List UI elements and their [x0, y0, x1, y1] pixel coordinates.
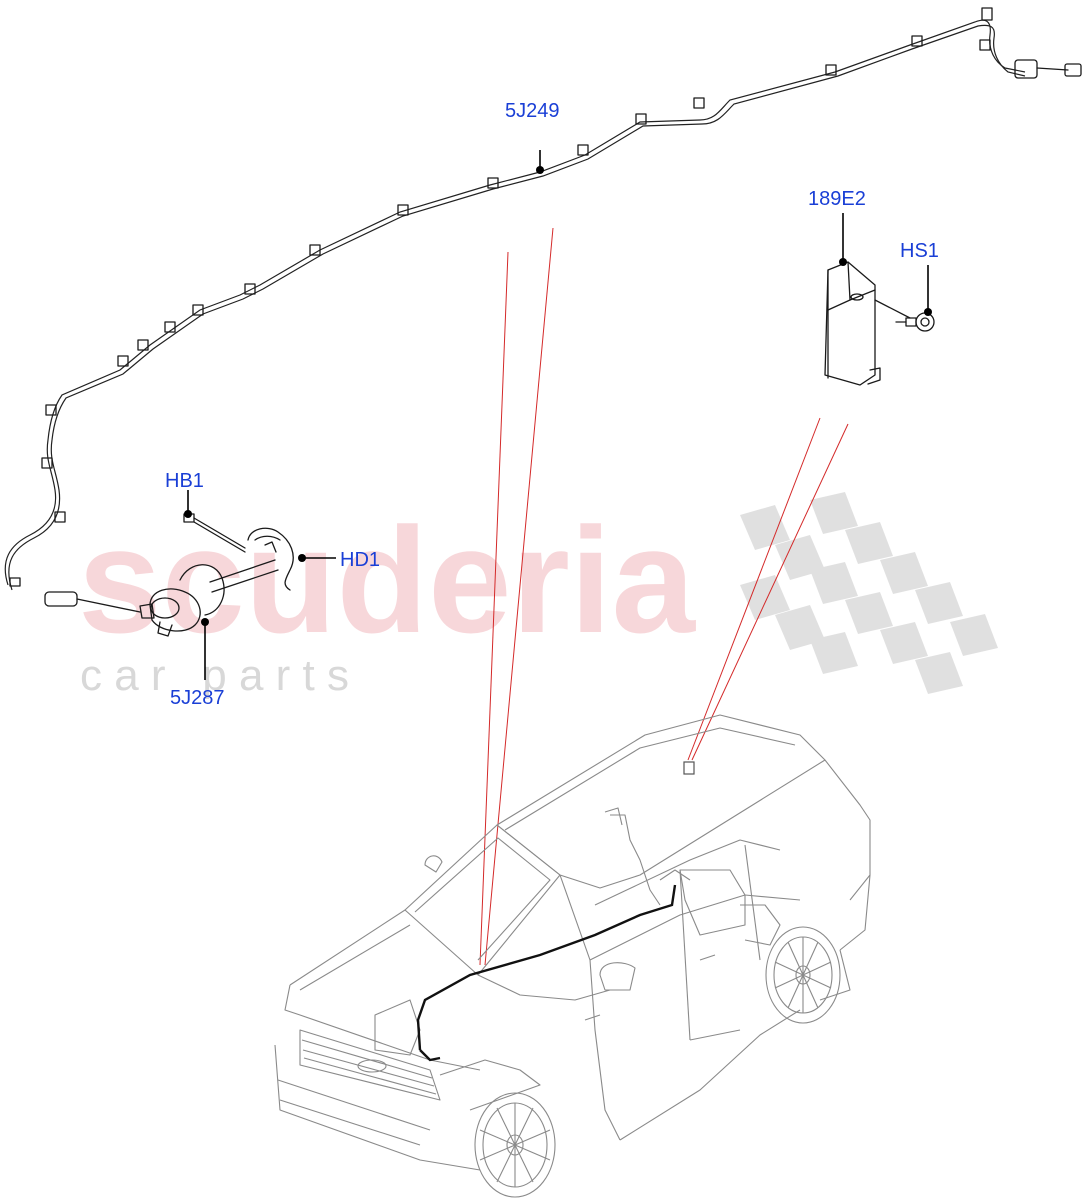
- callout-5j249: 5J249: [505, 100, 560, 122]
- vehicle-outline: [274, 714, 871, 1198]
- watermark-checker-flag: [740, 492, 998, 694]
- vehicle-hose-highlight: [416, 884, 677, 1051]
- callout-hb1: HB1: [165, 470, 204, 492]
- callout-5j287: 5J287: [170, 687, 225, 709]
- watermark-brand: scuderia: [78, 496, 697, 664]
- reference-lines: [479, 227, 849, 966]
- callout-hd1: HD1: [340, 549, 380, 571]
- washer-hose-5j249: [4, 7, 1082, 613]
- callout-189e2: 189E2: [808, 188, 866, 210]
- bolt-hs1: [895, 312, 935, 332]
- washer-pump-assembly: [139, 513, 294, 637]
- watermark-tagline: c a r p a r t s: [80, 651, 349, 700]
- callout-hs1: HS1: [900, 240, 939, 262]
- callout-leaders: [184, 150, 932, 680]
- module-bracket-189e2: [824, 261, 911, 386]
